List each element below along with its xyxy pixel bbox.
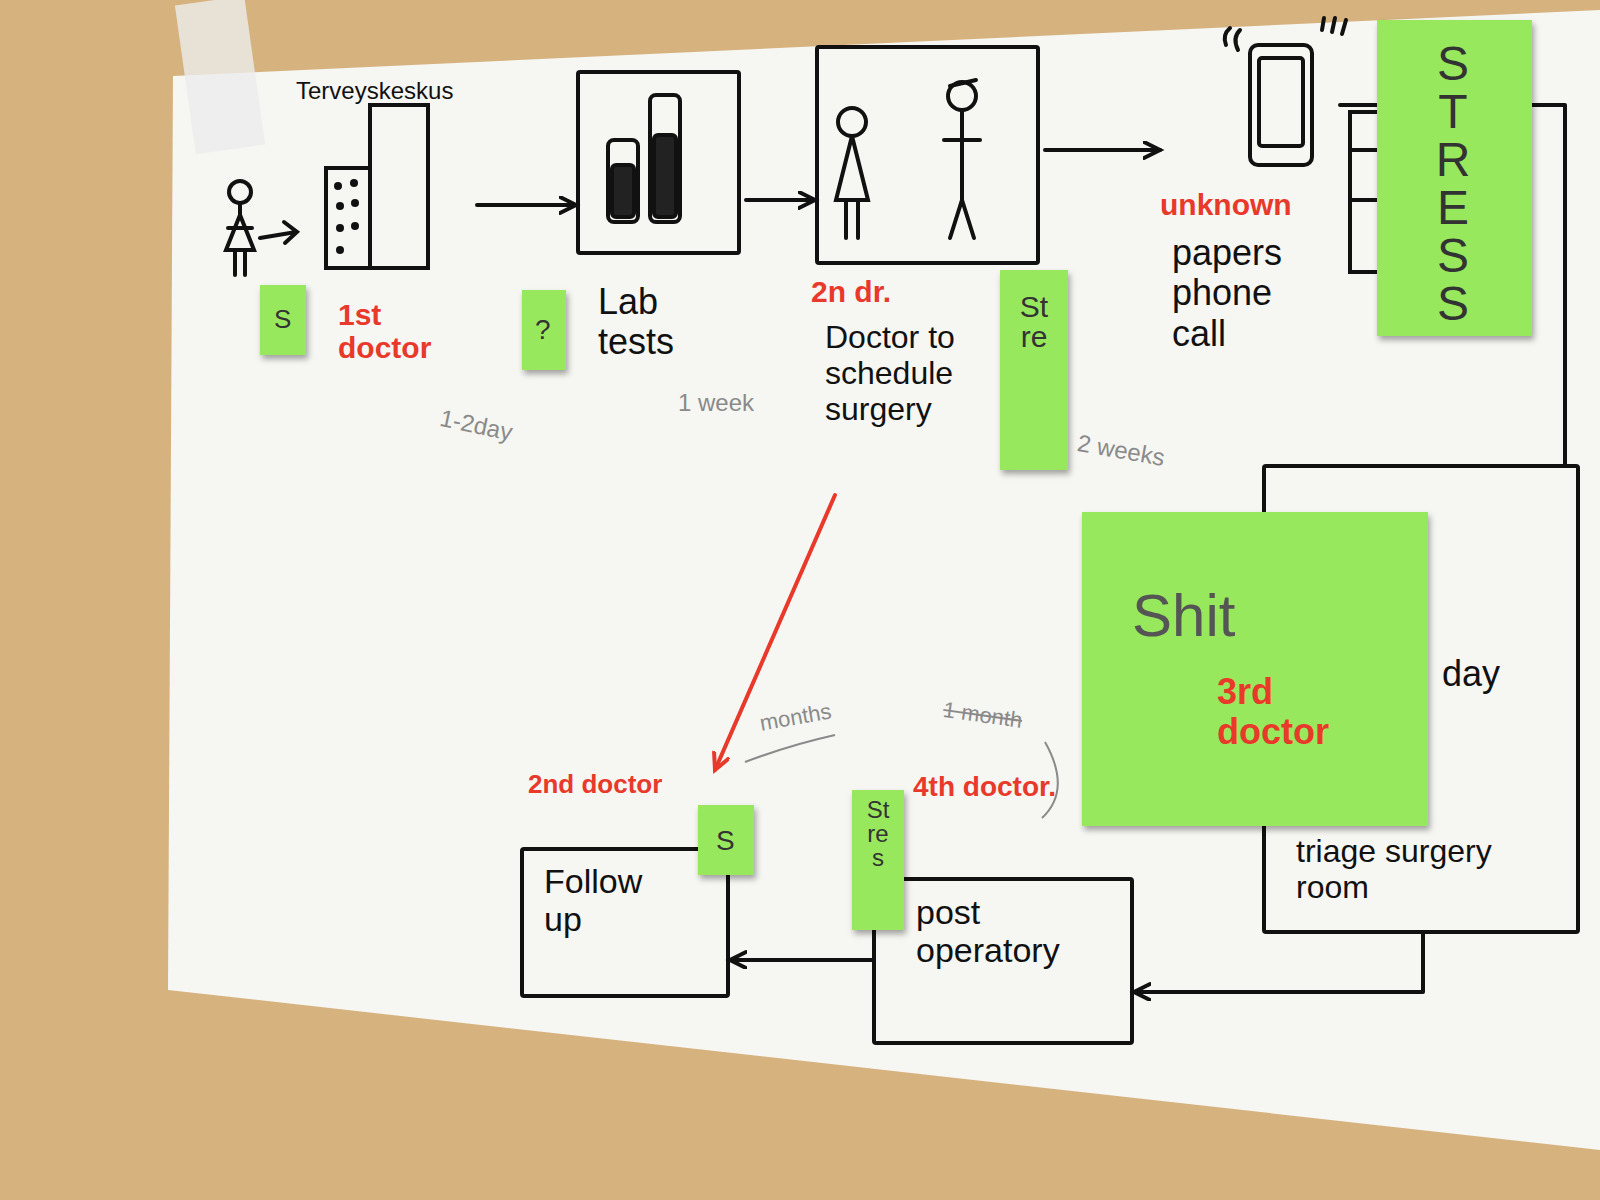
doctor-arms xyxy=(944,138,980,142)
sticky-text: ? xyxy=(535,314,551,345)
tube xyxy=(608,140,638,222)
tape xyxy=(175,0,265,154)
leg xyxy=(233,250,237,275)
flow-arrow xyxy=(477,203,576,207)
clinic-step: Terveyskeskus xyxy=(292,78,477,273)
doctor-label: 2n dr. xyxy=(811,275,891,309)
sticky-note: S xyxy=(260,285,306,355)
head xyxy=(229,181,251,203)
window xyxy=(351,199,359,207)
flow-arrow xyxy=(1134,934,1423,992)
time-note: 1 week xyxy=(678,390,754,416)
window xyxy=(336,202,344,210)
pencil-underline xyxy=(745,735,835,762)
doctor-meeting-drawing xyxy=(836,80,980,238)
step-text: Terveyskeskus xyxy=(296,78,453,105)
step-text: papers phone call xyxy=(1172,233,1332,354)
sticky-note: S xyxy=(698,805,754,875)
patient-dress xyxy=(836,136,868,200)
window xyxy=(351,222,359,230)
step-text: Follow up xyxy=(544,862,674,938)
sticky-text: S xyxy=(274,305,291,334)
doctor-label: 4th doctor. xyxy=(913,772,1063,803)
flow-arrow xyxy=(1045,148,1160,152)
phone-step: unknown papers phone call xyxy=(1160,35,1340,370)
window xyxy=(336,246,344,254)
person-figure xyxy=(226,181,254,275)
arrow-head xyxy=(284,222,297,243)
dress xyxy=(226,215,254,250)
sticky-text: STRESS xyxy=(1429,40,1477,328)
paper-sheet xyxy=(168,10,1600,1150)
doctor-label: 1st doctor xyxy=(338,298,453,364)
test-tubes xyxy=(608,95,680,222)
phone-body xyxy=(1250,45,1312,165)
step-frame xyxy=(815,45,1040,265)
doctor-body xyxy=(960,110,964,200)
tube-fill xyxy=(612,165,634,217)
step-frame xyxy=(576,70,741,255)
window xyxy=(334,182,342,190)
step-text: triage surgery room xyxy=(1296,834,1566,906)
leg xyxy=(243,250,247,275)
sticky-note: Stres xyxy=(852,790,904,930)
arms xyxy=(228,226,252,230)
sticky-note: Shit 3rd doctor xyxy=(1082,512,1428,826)
sticky-text: Shit xyxy=(1132,582,1235,649)
flow-arrow xyxy=(715,495,835,770)
building-tall xyxy=(370,105,428,268)
doctor-label: 2nd doctor xyxy=(528,770,662,799)
sticky-note: Stre xyxy=(1000,270,1068,470)
leg xyxy=(856,200,860,238)
leg xyxy=(844,200,848,238)
ring-mark xyxy=(1322,18,1346,34)
building-low xyxy=(326,168,370,268)
step-text: post operatory xyxy=(916,893,1126,969)
building-drawing xyxy=(326,105,428,268)
sticky-text: Stre xyxy=(1019,292,1049,352)
sticky-text: 3rd doctor xyxy=(1217,672,1377,753)
sticky-note: ? xyxy=(522,290,566,370)
flow-arrow xyxy=(746,198,815,202)
building-windows xyxy=(334,179,359,254)
tube-fill xyxy=(654,135,676,217)
doctor-cap xyxy=(950,80,976,86)
window xyxy=(336,224,344,232)
sticky-text: S xyxy=(716,825,735,856)
ring-mark xyxy=(1225,28,1240,50)
doctor-label: unknown xyxy=(1160,188,1292,222)
step-text: Lab tests xyxy=(598,282,718,363)
phone-screen xyxy=(1259,58,1303,146)
post-operatory-step: post operatory xyxy=(872,877,1134,1045)
step-text: Doctor to schedule surgery xyxy=(825,320,995,427)
phone-drawing xyxy=(1225,18,1346,165)
flow-arrow xyxy=(730,958,872,962)
sticky-note: STRESS xyxy=(1377,20,1532,336)
leg xyxy=(950,200,962,238)
tube xyxy=(650,95,680,222)
lab-step: Lab tests xyxy=(576,70,746,380)
patient-head xyxy=(838,108,866,136)
sticky-text: Stres xyxy=(866,798,890,870)
leg xyxy=(962,200,974,238)
window xyxy=(350,179,358,187)
person-arrow xyxy=(260,222,297,243)
step-text: day xyxy=(1442,654,1500,694)
